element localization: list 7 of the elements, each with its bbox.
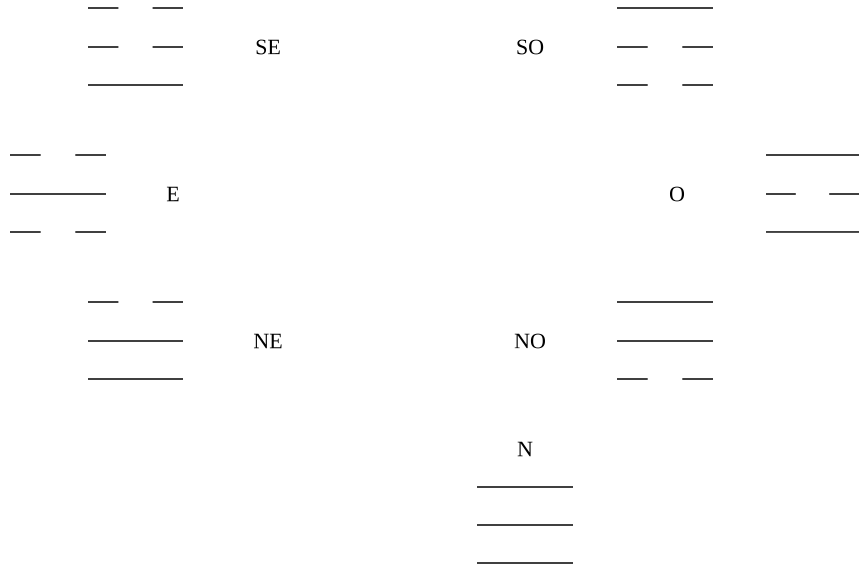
direction-label: NE (254, 334, 282, 348)
direction-label: E (166, 186, 179, 202)
direction-label: NO (514, 334, 545, 348)
direction-label: O (670, 186, 684, 202)
direction-label: SE (256, 40, 280, 54)
direction-label: N (518, 442, 532, 456)
direction-label: SO (517, 40, 544, 54)
